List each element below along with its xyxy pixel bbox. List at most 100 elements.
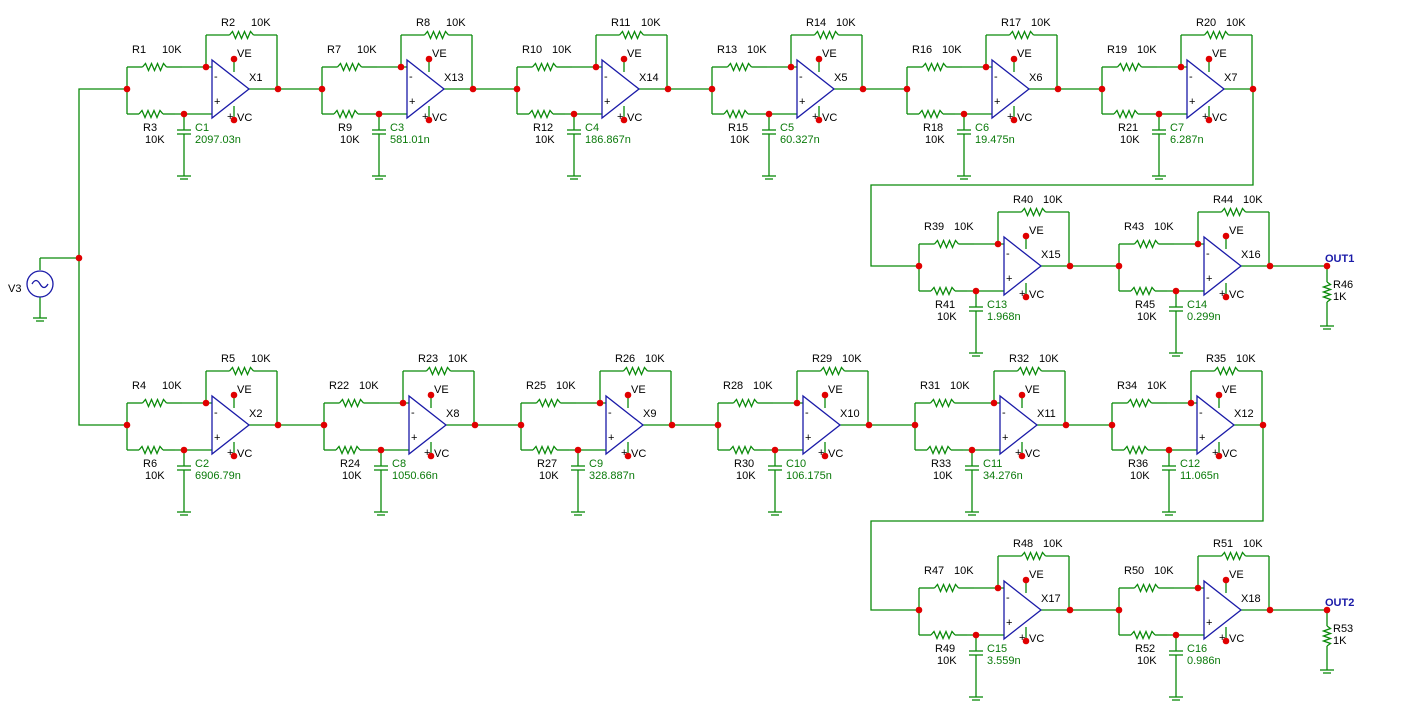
rf-value-label: 10K: [836, 17, 856, 29]
rc-resistor: [532, 444, 558, 456]
cap-value-label: 11.065n: [1180, 470, 1219, 482]
cap-ref-label: C14: [1187, 299, 1207, 311]
supply-pin-dot: [624, 391, 632, 399]
feedback-resistor: [1021, 206, 1046, 218]
supply-pin-label: VC: [1025, 448, 1040, 460]
feedback-resistor: [1009, 29, 1034, 41]
rf-ref-label: R2: [221, 17, 235, 29]
supply-pin-dot: [230, 116, 238, 124]
rf-ref-label: R40: [1013, 194, 1033, 206]
inverting-node-dot: [202, 63, 210, 71]
cap-value-label: 1050.66n: [392, 470, 438, 482]
cap-node-dot: [180, 446, 188, 454]
supply-pin-dot: [815, 116, 823, 124]
stage-output-dot: [471, 421, 479, 429]
supply-pin-dot: [1010, 55, 1018, 63]
opamp-ref-label: X9: [643, 408, 656, 420]
noninverting-pin-label: +: [214, 96, 220, 108]
rin-ref-label: R34: [1117, 380, 1137, 392]
rc-ref-label: R24: [340, 458, 360, 470]
cap-value-label: 3.559n: [987, 655, 1021, 667]
cap-value-label: 328.887n: [589, 470, 635, 482]
rc-resistor: [333, 108, 359, 120]
opamp-symbol: [408, 394, 448, 456]
rc-resistor: [1130, 285, 1156, 297]
supply-pin-label: VC: [1212, 112, 1227, 124]
supply-pin-sign: +: [1019, 288, 1025, 300]
stage-input-dot: [714, 421, 722, 429]
rin-value-label: 10K: [942, 44, 962, 56]
noninverting-pin-label: +: [994, 96, 1000, 108]
rc-value-label: 10K: [933, 470, 953, 482]
cap-node-dot: [968, 446, 976, 454]
supply-pin-sign: +: [617, 111, 623, 123]
noninverting-pin-label: +: [1006, 617, 1012, 629]
rin-resistor: [934, 582, 959, 594]
cap-node-dot: [570, 110, 578, 118]
inverting-pin-label: -: [1199, 407, 1203, 419]
rc-resistor: [930, 285, 956, 297]
rc-resistor: [926, 444, 952, 456]
rin-resistor: [934, 238, 959, 250]
rc-value-label: 10K: [736, 470, 756, 482]
rin-resistor: [536, 397, 561, 409]
supply-pin-dot: [1018, 391, 1026, 399]
supply-pin-label: VE: [828, 384, 843, 396]
cap-value-label: 6906.79n: [195, 470, 241, 482]
rc-resistor: [1113, 108, 1139, 120]
cap-ref-label: C13: [987, 299, 1007, 311]
noninverting-pin-label: +: [411, 432, 417, 444]
rin-value-label: 10K: [357, 44, 377, 56]
opamp-ref-label: X2: [249, 408, 262, 420]
feedback-resistor: [619, 29, 644, 41]
inverting-node-dot: [994, 584, 1002, 592]
feedback-resistor: [1017, 365, 1042, 377]
rf-value-label: 10K: [645, 353, 665, 365]
supply-pin-label: VE: [1222, 384, 1237, 396]
opamp-symbol: [211, 394, 251, 456]
opamp-symbol: [991, 58, 1031, 120]
supply-pin-label: VE: [432, 48, 447, 60]
stage-output-dot: [274, 421, 282, 429]
supply-pin-label: VC: [828, 448, 843, 460]
opamp-ref-label: X15: [1041, 249, 1061, 261]
rin-ref-label: R7: [327, 44, 341, 56]
junctions: [75, 55, 1331, 645]
rc-ref-label: R15: [728, 122, 748, 134]
supply-pin-dot: [1222, 232, 1230, 240]
cap-ref-label: C4: [585, 122, 599, 134]
stage-output-dot: [1066, 262, 1074, 270]
rin-ref-label: R39: [924, 221, 944, 233]
supply-pin-dot: [1022, 293, 1030, 301]
rin-value-label: 10K: [747, 44, 767, 56]
rc-resistor: [723, 108, 749, 120]
rc-resistor: [1123, 444, 1149, 456]
supply-pin-sign: +: [818, 447, 824, 459]
rf-value-label: 10K: [1043, 194, 1063, 206]
rf-value-label: 10K: [1226, 17, 1246, 29]
supply-pin-label: VC: [627, 112, 642, 124]
rin-value-label: 10K: [1154, 565, 1174, 577]
cap-node-dot: [574, 446, 582, 454]
stage-output-dot: [1062, 421, 1070, 429]
feedback-resistor: [820, 365, 845, 377]
supply-pin-label: VE: [1017, 48, 1032, 60]
supply-pin-label: VC: [1229, 289, 1244, 301]
feedback-resistor: [424, 29, 449, 41]
rf-value-label: 10K: [842, 353, 862, 365]
opamp-symbol: [1186, 58, 1226, 120]
rin-resistor: [337, 61, 362, 73]
load-value-label: 1K: [1333, 635, 1347, 647]
rc-value-label: 10K: [1130, 470, 1150, 482]
inverting-node-dot: [399, 399, 407, 407]
supply-pin-label: VC: [1029, 289, 1044, 301]
rf-ref-label: R32: [1009, 353, 1029, 365]
supply-pin-dot: [1022, 576, 1030, 584]
rc-ref-label: R52: [1135, 643, 1155, 655]
inverting-pin-label: -: [1002, 407, 1006, 419]
rin-value-label: 10K: [950, 380, 970, 392]
cap-ref-label: C12: [1180, 458, 1200, 470]
supply-pin-label: VC: [237, 112, 252, 124]
